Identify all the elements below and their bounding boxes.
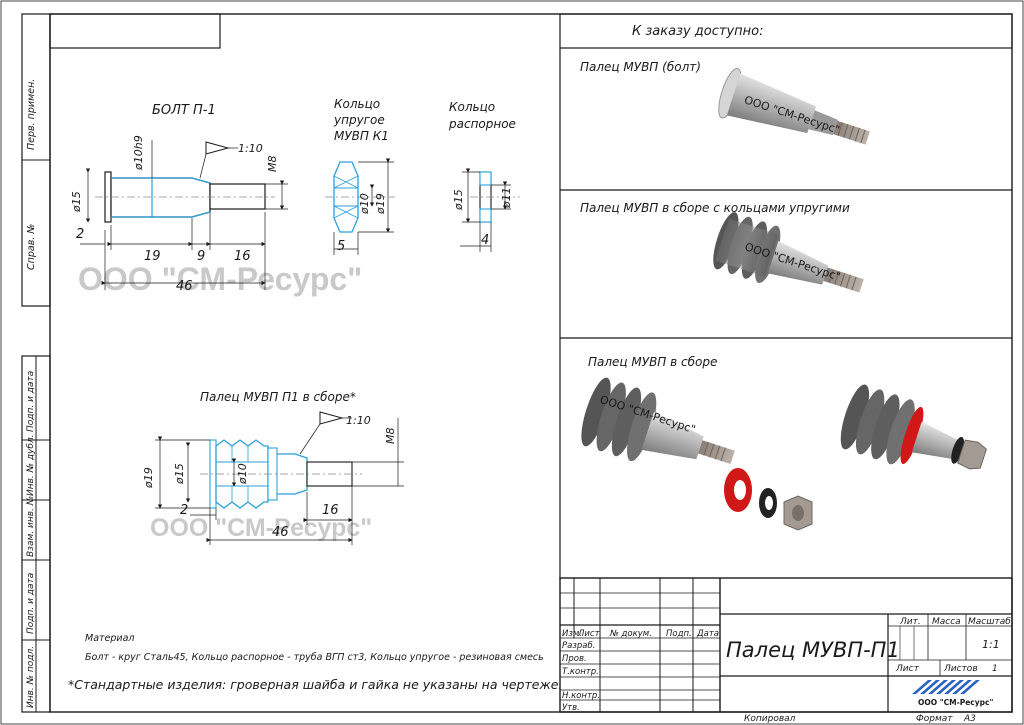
bolt-taper: 1:10 bbox=[238, 142, 263, 155]
inner-frame bbox=[49, 13, 1013, 713]
tb-row-tkontr: Т.контр. bbox=[562, 667, 599, 677]
tb-header-list: Лист bbox=[577, 629, 601, 639]
bolt-shank-diameter: ø10h9 bbox=[132, 135, 145, 171]
tb-row-nkontr: Н.контр. bbox=[562, 691, 600, 701]
bolt-drawing bbox=[80, 140, 288, 290]
assembly-mid-diameter: ø15 bbox=[173, 463, 186, 485]
material-text: Болт - круг Сталь45, Кольцо распорное - … bbox=[85, 652, 544, 663]
spacer-ring-width: 4 bbox=[481, 233, 489, 248]
available-heading: К заказу доступно: bbox=[632, 24, 764, 39]
strip-sprav-no: Справ. № bbox=[26, 224, 37, 270]
assembly-thread: M8 bbox=[384, 428, 397, 445]
tb-format: Формат bbox=[916, 714, 953, 724]
top-right-box bbox=[559, 13, 1013, 49]
strip-inv-dubl: Инв. № дубл. bbox=[26, 434, 36, 496]
exploded-assembly-render bbox=[581, 377, 735, 465]
strip-vzam-inv: Взам. инв. № bbox=[26, 496, 36, 557]
tb-masshtab: Масштаб bbox=[968, 617, 1011, 627]
grover-washer bbox=[759, 488, 777, 518]
elastic-ring-width: 5 bbox=[337, 239, 345, 254]
top-left-box bbox=[49, 13, 221, 49]
assembly-inner-diameter: ø10 bbox=[236, 463, 249, 485]
red-spacer-ring bbox=[724, 468, 752, 512]
tb-header-izm: Изм. bbox=[562, 629, 582, 639]
tb-scale-value: 1:1 bbox=[982, 638, 1000, 651]
assembly-drawing bbox=[155, 411, 404, 545]
tb-header-doc: № докум. bbox=[609, 629, 652, 639]
tb-header-podp: Подп. bbox=[666, 629, 692, 639]
tb-format-value: A3 bbox=[963, 714, 976, 724]
company-name: ООО "СМ-Ресурс" bbox=[918, 698, 993, 707]
elastic-ring-title-3: МУВП К1 bbox=[334, 129, 389, 143]
assembly-dim-16: 16 bbox=[322, 503, 339, 518]
spacer-ring-outer-diameter: ø15 bbox=[452, 189, 465, 211]
panel-assembly-rings-title: Палец МУВП в сборе с кольцами упругими bbox=[580, 201, 850, 215]
material-label: Материал bbox=[85, 633, 135, 644]
tb-listov-value: 1 bbox=[992, 664, 998, 674]
assembly-outer-diameter: ø19 bbox=[142, 467, 155, 489]
spacer-ring-drawing bbox=[460, 168, 520, 252]
strip-podp-data-1: Подп. и дата bbox=[26, 371, 36, 432]
panel-bolt-title: Палец МУВП (болт) bbox=[580, 60, 701, 74]
elastic-ring-title-2: упругое bbox=[333, 113, 385, 127]
company-logo bbox=[912, 680, 980, 694]
elastic-ring-drawing bbox=[325, 158, 395, 255]
title-block bbox=[559, 577, 1013, 713]
watermark-2: ООО "СМ-Ресурс" bbox=[150, 514, 372, 542]
panel-full-assembly-title: Палец МУВП в сборе bbox=[588, 355, 717, 369]
bolt-dim-46: 46 bbox=[176, 279, 193, 294]
assembly-title: Палец МУВП П1 в сборе* bbox=[200, 390, 356, 404]
tb-row-utv: Утв. bbox=[562, 703, 580, 713]
tb-massa: Масса bbox=[932, 617, 961, 627]
bolt-dim-16: 16 bbox=[234, 249, 251, 264]
bolt-render bbox=[718, 67, 870, 145]
watermark-1: ООО "СМ-Ресурс" bbox=[78, 261, 362, 297]
footnote: *Стандартные изделия: гроверная шайба и … bbox=[68, 677, 562, 692]
bolt-thread: M8 bbox=[266, 156, 279, 173]
strip-inv-podl: Инв. № подл. bbox=[26, 646, 36, 708]
tb-copied: Копировал bbox=[744, 714, 796, 724]
bolt-dim-9: 9 bbox=[197, 249, 205, 264]
elastic-ring-inner-diameter: ø10 bbox=[358, 193, 371, 215]
assembly-dim-46: 46 bbox=[272, 525, 289, 540]
elastic-ring-outer-diameter: ø19 bbox=[374, 193, 387, 215]
bolt-dim-2: 2 bbox=[76, 227, 84, 242]
elastic-ring-title-1: Кольцо bbox=[334, 97, 380, 111]
bolt-rings-render bbox=[713, 212, 864, 293]
spacer-ring-title-2: распорное bbox=[448, 117, 516, 131]
bolt-dim-19: 19 bbox=[144, 249, 161, 264]
bolt-title: БОЛТ П-1 bbox=[152, 103, 216, 118]
drawing-name: Палец МУВП-П1 bbox=[726, 638, 900, 662]
strip-perv-primen: Перв. примен. bbox=[26, 79, 37, 150]
hex-nut bbox=[783, 495, 813, 531]
tb-header-data: Дата bbox=[696, 629, 719, 639]
tb-lit: Лит. bbox=[899, 617, 921, 627]
spacer-ring-inner-diameter: ø11 bbox=[500, 187, 513, 209]
bolt-head-diameter: ø15 bbox=[70, 191, 83, 213]
spacer-ring-title-1: Кольцо bbox=[449, 100, 495, 114]
tb-row-prov: Пров. bbox=[562, 654, 587, 664]
tb-listov: Листов bbox=[943, 664, 978, 674]
full-assembly-render bbox=[840, 384, 987, 470]
assembly-dim-2: 2 bbox=[180, 503, 188, 518]
tb-row-razrab: Разраб. bbox=[562, 641, 595, 651]
strip-podp-data-2: Подп. и дата bbox=[26, 573, 36, 634]
tb-list: Лист bbox=[895, 664, 920, 674]
assembly-taper: 1:10 bbox=[346, 414, 371, 427]
